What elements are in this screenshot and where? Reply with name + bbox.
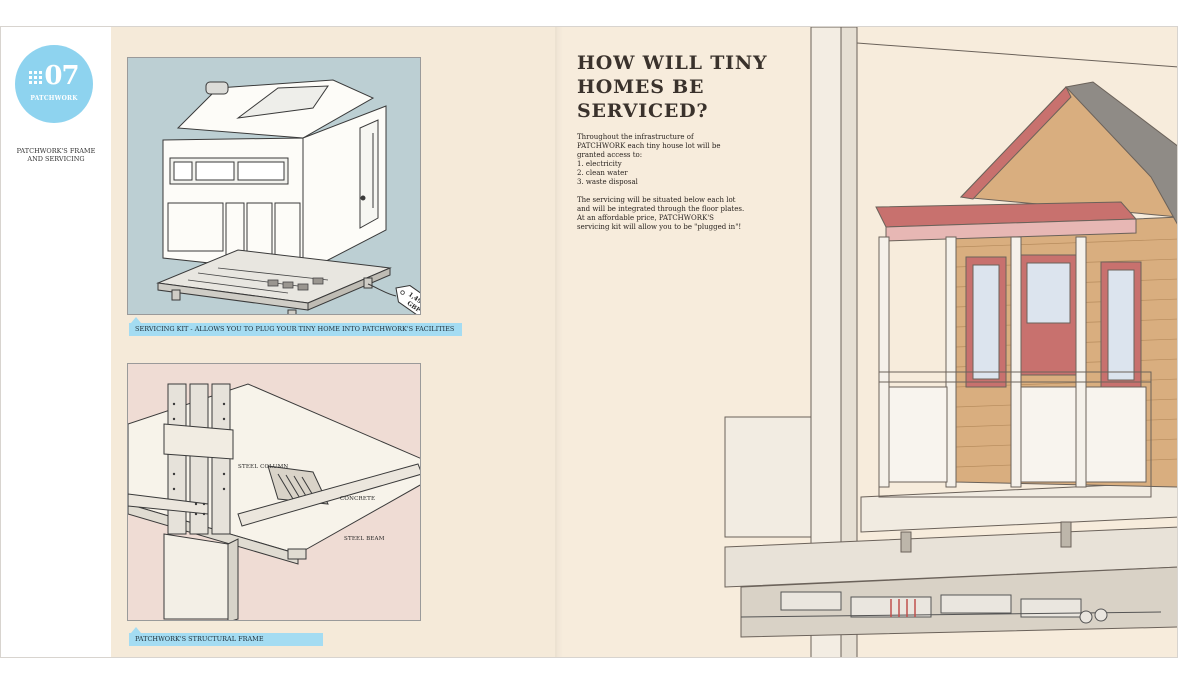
text-line: PATCHWORK each tiny house lot will be — [577, 142, 721, 150]
side-caption: PATCHWORK'S FRAME AND SERVICING — [16, 147, 96, 163]
caption-pointer — [131, 317, 141, 323]
structural-frame-drawing — [128, 383, 420, 620]
heading-line: HOW WILL TINY — [577, 52, 768, 74]
text-line: 3. waste disposal — [577, 178, 638, 186]
text-line: The servicing will be situated below eac… — [577, 196, 736, 204]
paragraph: Throughout the infrastructure of PATCHWO… — [577, 133, 767, 187]
caption-pointer — [131, 627, 141, 633]
chapter-label: PATCHWORK — [30, 95, 78, 102]
structural-frame-caption: PATCHWORK'S STRUCTURAL FRAME — [129, 633, 323, 646]
steel-column-label: STEEL COLUMN — [238, 464, 289, 470]
text-line: servicing kit will allow you to be "plug… — [577, 223, 742, 231]
article-heading: HOW WILL TINY HOMES BE SERVICED? — [577, 51, 787, 123]
left-margin — [1, 27, 111, 657]
chapter-number: 07 — [44, 61, 79, 91]
heading-line: SERVICED? — [577, 100, 709, 122]
grid-icon — [29, 70, 43, 84]
structural-frame-figure: STEEL COLUMN CONCRETE STEEL BEAM — [127, 363, 421, 621]
steel-beam-label: STEEL BEAM — [344, 536, 385, 542]
concrete-label: CONCRETE — [340, 496, 376, 502]
paragraph: The servicing will be situated below eac… — [577, 196, 767, 232]
text-line: and will be integrated through the floor… — [577, 205, 745, 213]
text-line: granted access to: — [577, 151, 643, 159]
chapter-badge: 07 PATCHWORK — [15, 45, 93, 123]
article-body: Throughout the infrastructure of PATCHWO… — [577, 133, 767, 241]
text-line: 2. clean water — [577, 169, 628, 177]
text-line: At an affordable price, PATCHWORK'S — [577, 214, 714, 222]
servicing-kit-figure: 1,495 GBP — [127, 57, 421, 315]
text-line: 1. electricity — [577, 160, 622, 168]
tiny-home-drawing: 1,495 GBP — [156, 79, 420, 314]
chapter-number-row: 07 — [15, 61, 93, 91]
magazine-spread: 07 PATCHWORK PATCHWORK'S FRAME AND SERVI… — [0, 26, 1178, 658]
text-line: Throughout the infrastructure of — [577, 133, 694, 141]
servicing-kit-caption: SERVICING KIT - ALLOWS YOU TO PLUG YOUR … — [129, 323, 463, 336]
page-fold — [555, 27, 563, 657]
heading-line: HOMES BE — [577, 76, 705, 98]
tiny-house-illustration — [724, 27, 1177, 657]
